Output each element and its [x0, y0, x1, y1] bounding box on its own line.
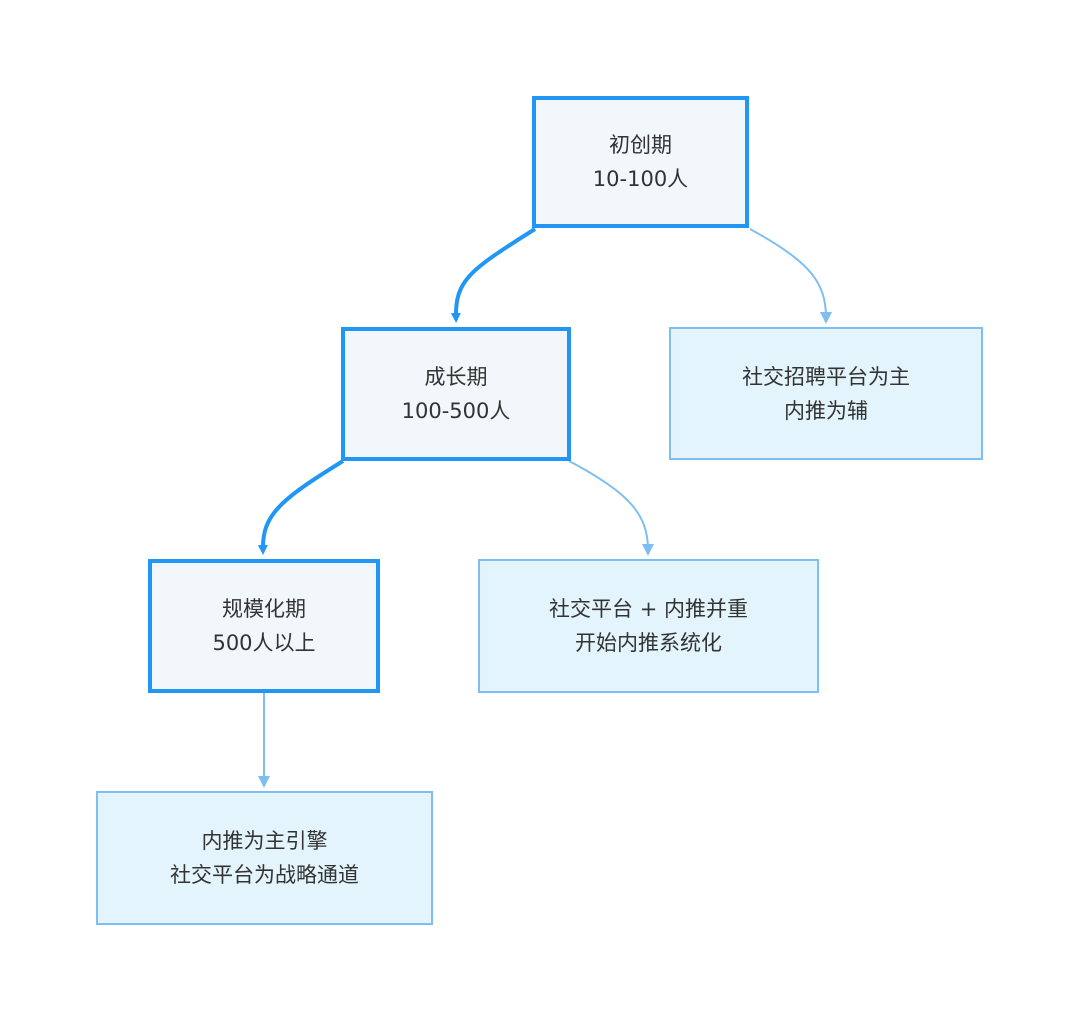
growth-channel-node: 社交平台 + 内推并重 开始内推系统化 [478, 559, 819, 693]
growth-channel-line1: 社交平台 + 内推并重 [549, 597, 748, 621]
scale-channel-line1: 内推为主引擎 [201, 829, 328, 853]
edge-growth-to-growth-channel [568, 460, 654, 556]
edge-startup-to-growth [450, 227, 537, 323]
stage-startup-name: 初创期 [609, 133, 672, 157]
scale-channel-line2: 社交平台为战略通道 [170, 863, 359, 887]
startup-channel-line1: 社交招聘平台为主 [742, 364, 910, 389]
stage-growth-size: 100-500人 [401, 399, 511, 423]
scale-channel-node: 内推为主引擎 社交平台为战略通道 [96, 791, 433, 925]
stage-scale-node: 规模化期 500人以上 [148, 559, 380, 693]
stage-scale-name: 规模化期 [222, 597, 306, 621]
stage-startup-size: 10-100人 [592, 167, 689, 191]
growth-channel-line2: 开始内推系统化 [575, 631, 722, 655]
edge-growth-to-scale [257, 459, 345, 555]
startup-channel-line2: 内推为辅 [784, 398, 868, 423]
stage-growth-name: 成长期 [424, 365, 488, 389]
stage-growth-node: 成长期 100-500人 [341, 327, 571, 461]
startup-channel-node: 社交招聘平台为主 内推为辅 [669, 327, 983, 460]
edge-startup-to-startup-channel [749, 228, 832, 324]
stage-scale-size: 500人以上 [212, 631, 316, 655]
stage-startup-node: 初创期 10-100人 [532, 96, 749, 228]
